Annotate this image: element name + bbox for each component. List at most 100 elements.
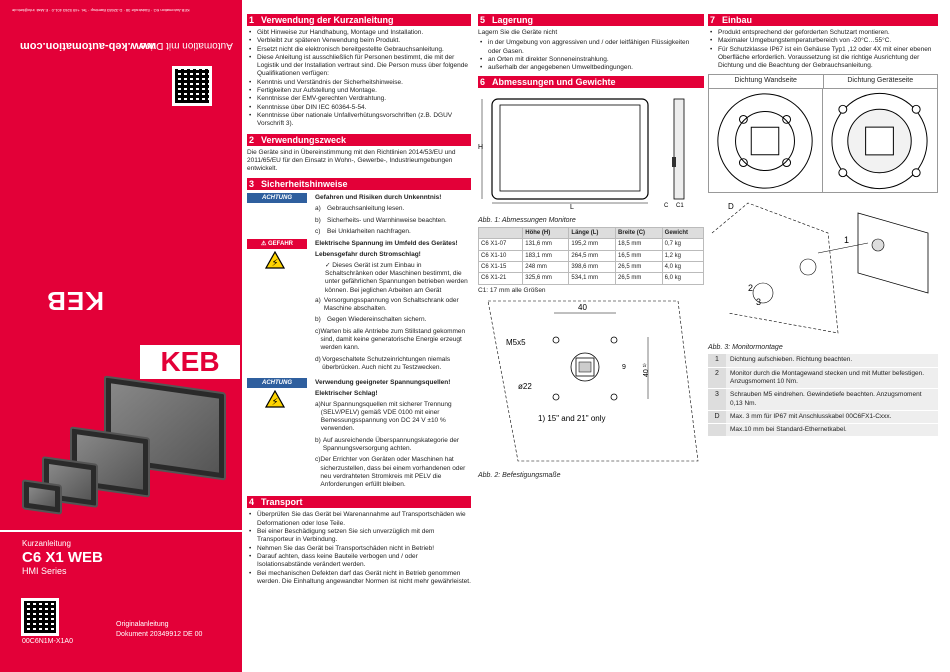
seal-device-drawing xyxy=(831,92,928,189)
s1-list: Gibt Hinweise zur Handhabung, Montage un… xyxy=(247,29,471,129)
doc-type: Kurzanleitung xyxy=(22,539,71,548)
label-h: H xyxy=(478,144,483,151)
monitor-mounting-drawing: 1 2 3 D xyxy=(711,202,929,334)
website-url[interactable]: www.keb-automation.com xyxy=(20,40,156,52)
step-1-label: 1 xyxy=(844,235,849,245)
m5-label: M5x5 xyxy=(506,338,526,347)
list-item: Nehmen Sie das Gerät bei Transportschäde… xyxy=(247,545,471,554)
keb-logo: KEB xyxy=(140,345,240,379)
dim-40-vertical: 40 ¹⁾ xyxy=(642,363,650,377)
document-number: 00C6N1M-X1A0 xyxy=(22,638,73,645)
list-item: Verbleibt zur späteren Verwendung beim P… xyxy=(247,37,471,46)
divider xyxy=(0,530,242,532)
monitor-tiny-image xyxy=(22,479,62,515)
list-item: Diese Anleitung ist ausschließlich für P… xyxy=(247,54,471,79)
svg-text:⚡: ⚡ xyxy=(271,258,278,269)
dim-9: 9 xyxy=(622,364,626,371)
list-item: in der Umgebung von aggressiven und / od… xyxy=(478,39,704,56)
cover-panel: KEB Automation KG · Südstraße 38 · D-326… xyxy=(0,0,242,672)
seal-table: Dichtung Wandseite Dichtung Geräteseite xyxy=(708,74,938,89)
qr-code-bottom-icon xyxy=(21,598,59,636)
figure-1-caption: Abb. 1: Abmessungen Monitore xyxy=(478,216,576,224)
seal-wall-drawing xyxy=(717,88,823,193)
list-item: Produkt entsprechend der geforderten Sch… xyxy=(708,29,938,38)
original-info: Originalanleitung Dokument 20349912 DE 0… xyxy=(116,621,203,638)
product-series: HMI Series xyxy=(22,566,67,576)
keb-logo-rotated: KEB xyxy=(46,286,104,316)
list-item: Kenntnisse der EMV-gerechten Verdrahtung… xyxy=(247,95,471,104)
list-item: Maximaler Umgebungstemperaturbereich von… xyxy=(708,37,938,46)
list-item: Kenntnisse über nationale Unfallverhütun… xyxy=(247,112,471,129)
list-item: Gibt Hinweise zur Handhabung, Montage un… xyxy=(247,29,471,38)
product-title: C6 X1 WEB xyxy=(22,549,103,566)
seal-drawings xyxy=(708,88,938,193)
dimensions-table: Höhe (H)Länge (L)Breite (C)Gewicht C6 X1… xyxy=(477,227,705,285)
list-item: Darauf achten, dass keine Bauteile verbo… xyxy=(247,553,471,570)
list-item: Bei mechanischen Defekten darf das Gerät… xyxy=(247,570,471,587)
s2-text: Die Geräte sind in Übereinstimmung mit d… xyxy=(247,148,456,173)
label-c: C xyxy=(664,203,669,209)
list-item: außerhalb der angegebenen Umweltbedingun… xyxy=(478,64,704,73)
warning-1-items: a)Gebrauchsanleitung lesen. b)Sicherheit… xyxy=(315,205,447,236)
electric-warning-icon: ⚡ xyxy=(264,389,286,408)
list-item: Ersetzt nicht die elektronisch bereitges… xyxy=(247,46,471,55)
label-c1: C1 xyxy=(676,203,684,209)
connector xyxy=(672,157,676,168)
list-item: Kenntnis und Verständnis der Sicherheits… xyxy=(247,79,471,88)
monitor-side-outline xyxy=(673,99,685,200)
notice-tag: ACHTUNG xyxy=(247,378,307,389)
list-item: Kenntnisse über DIN IEC 60364-5-54. xyxy=(247,104,471,113)
step-2-label: 2 xyxy=(748,283,753,293)
list-item: Max.10 mm bei Standard-Ethernetkabel. xyxy=(708,424,938,437)
list-item: Für Schutzklasse IP67 ist ein Gehäuse Ty… xyxy=(708,46,938,71)
s5-list: in der Umgebung von aggressiven und / od… xyxy=(478,39,704,72)
slogan: Automation mit Drive xyxy=(140,40,233,51)
footnote-1: 1) 15" and 21" only xyxy=(538,414,606,423)
d-label: D xyxy=(728,202,734,211)
s4-list: Überprüfen Sie das Gerät bei Warenannahm… xyxy=(247,511,471,586)
danger-tag: ⚠ GEFAHR xyxy=(247,239,307,250)
d22-label: ø22 xyxy=(518,382,532,391)
company-address: KEB Automation KG · Südstraße 38 · D-326… xyxy=(12,8,190,13)
electric-warning-icon: ⚡ xyxy=(264,251,286,269)
figure-2-caption: Abb. 2: Befestigungsmaße xyxy=(478,472,561,480)
list-item: Überprüfen Sie das Gerät bei Warenannahm… xyxy=(247,511,471,528)
list-item: Fertigkeiten zur Aufstellung und Montage… xyxy=(247,87,471,96)
monitor-screen-outline xyxy=(499,105,641,192)
qr-code-top-icon xyxy=(172,66,212,106)
figure-3-caption: Abb. 3: Monitormontage xyxy=(708,344,783,352)
dim-40: 40 xyxy=(578,303,587,312)
table-note: C1: 17 mm alle Größen xyxy=(478,286,546,294)
list-item: Bei einer Beschädigung setzen Sie sich u… xyxy=(247,528,471,545)
svg-text:⚡: ⚡ xyxy=(271,397,278,408)
list-item: an Orten mit direkter Sonneneinstrahlung… xyxy=(478,56,704,65)
mounting-drawing: 40 40 ¹⁾ 9 M5x5 ø22 1) 15" and 21" only xyxy=(487,300,699,462)
dimension-drawing: H L C C1 xyxy=(478,98,685,211)
s7-list: Produkt entsprechend der geforderten Sch… xyxy=(708,29,938,70)
step-3-label: 3 xyxy=(756,297,761,307)
seal-wall-label: Dichtung Wandseite xyxy=(709,75,824,88)
notice-tag: ACHTUNG xyxy=(247,193,307,204)
